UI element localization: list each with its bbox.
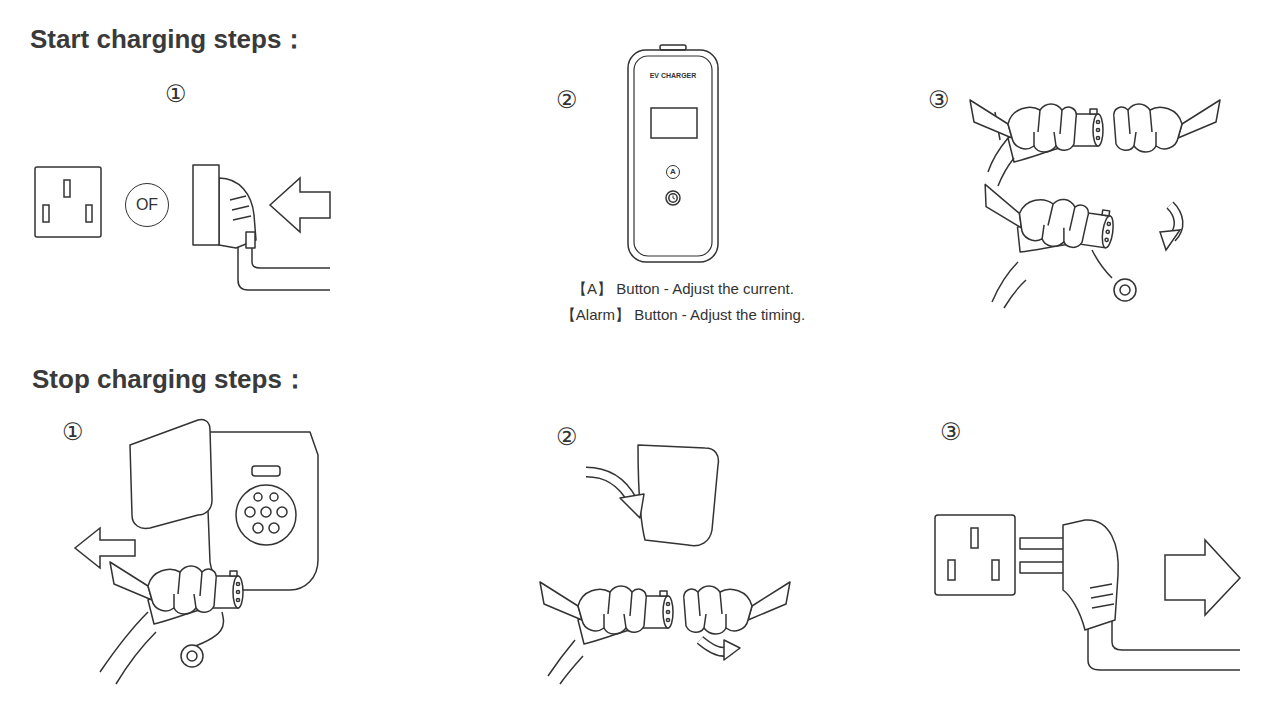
section-heading: Start charging steps：: [30, 24, 307, 55]
housing-outline: [628, 50, 718, 262]
callout-number: ②: [556, 86, 578, 115]
close-flap-illustration: [540, 445, 790, 684]
wall-socket: [35, 167, 101, 237]
device-label: EV CHARGER: [650, 72, 697, 79]
callout-number: ③: [928, 86, 950, 115]
unplug-illustration: [100, 562, 243, 684]
car-charge-port: [130, 419, 318, 590]
charger-details: [651, 45, 697, 205]
symbol-text: OF: [136, 197, 158, 213]
button-caption: 【A】 Button - Adjust the current.: [503, 280, 863, 298]
button-caption: 【Alarm】 Button - Adjust the timing.: [503, 306, 863, 324]
wall-socket: [935, 515, 1015, 595]
charger-housing: EV CHARGER A: [628, 50, 718, 262]
current-button: A: [666, 165, 680, 179]
off-symbol: OF: [125, 183, 169, 227]
housing-rim: [634, 56, 712, 256]
insert-arrow: [270, 178, 330, 232]
pull-arrow: [75, 528, 135, 568]
housing-shell: [628, 50, 718, 262]
button-letter: A: [670, 168, 676, 176]
plug-in-illustration: [970, 100, 1220, 308]
mains-plug: [1020, 520, 1240, 670]
callout-number: ①: [62, 418, 84, 447]
pull-arrow: [1165, 540, 1240, 615]
callout-number: ①: [165, 80, 187, 109]
callout-number: ②: [556, 423, 578, 452]
section-heading: Stop charging steps：: [32, 364, 308, 395]
callout-number: ③: [940, 418, 962, 447]
mains-plug: [193, 165, 330, 290]
